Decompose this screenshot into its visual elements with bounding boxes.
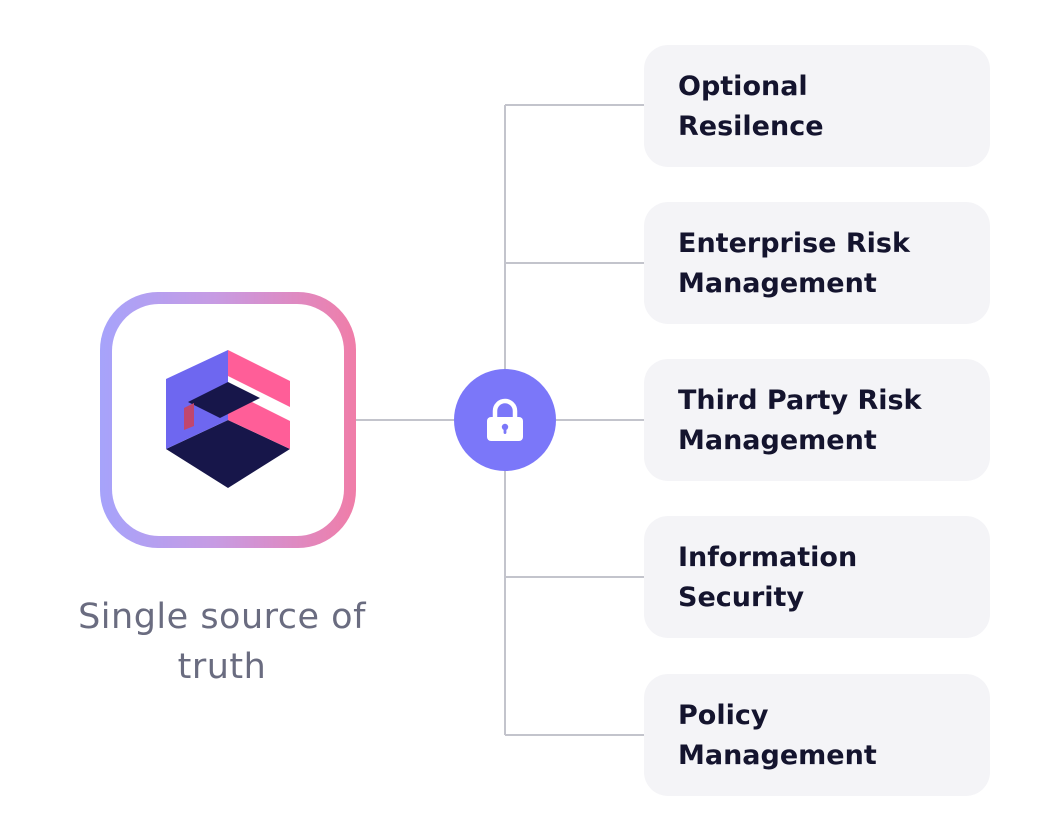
module-card-label: Information Security [678, 542, 858, 613]
module-card-label: Enterprise Risk Management [678, 228, 910, 299]
module-card-third-party-risk-management: Third Party Risk Management [644, 359, 990, 481]
lock-hub [454, 369, 556, 471]
isometric-stairs-logo-icon [166, 350, 290, 488]
logo-frame [100, 292, 356, 548]
module-card-policy-management: Policy Management [644, 674, 990, 796]
module-card-label: Third Party Risk Management [678, 385, 922, 456]
single-source-caption: Single source of truth [78, 597, 366, 687]
module-card-enterprise-risk-management: Enterprise Risk Management [644, 202, 990, 324]
module-card-optional-resilence: Optional Resilence [644, 45, 990, 167]
module-list: Optional Resilence Enterprise Risk Manag… [644, 0, 990, 840]
module-card-information-security: Information Security [644, 516, 990, 638]
logo-frame-inner [112, 304, 344, 536]
padlock-icon [487, 398, 523, 441]
module-card-label: Optional Resilence [678, 71, 824, 142]
module-card-label: Policy Management [678, 700, 877, 771]
